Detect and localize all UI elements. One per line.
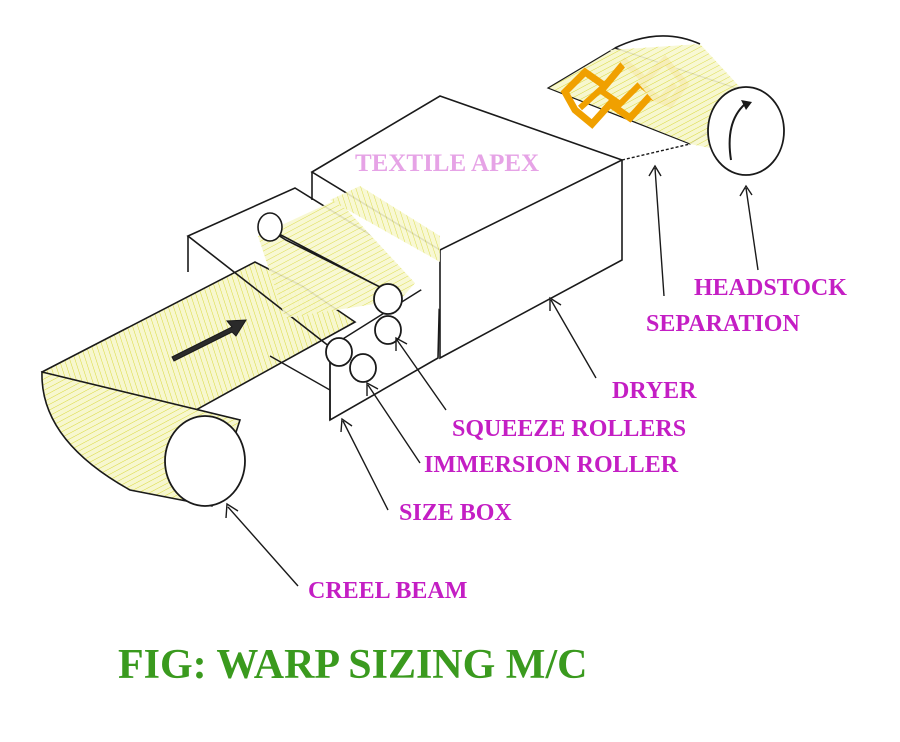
arrow-immersion-roller [366, 381, 421, 464]
label-separation: SEPARATION [646, 311, 800, 337]
watermark: TEXTILE APEX [355, 150, 539, 177]
squeeze-roller-top [373, 283, 403, 315]
arrow-headstock [739, 184, 759, 271]
arrow-creel-beam [225, 502, 299, 587]
creel-beam-end [164, 415, 246, 507]
rotation-arrow [728, 103, 746, 161]
label-dryer: DRYER [612, 378, 697, 404]
yarn-sheet-dryer [330, 186, 440, 262]
squeeze-roller-bottom [374, 315, 402, 345]
labels: HEADSTOCK SEPARATION DRYER SQUEEZE ROLLE… [308, 275, 847, 604]
immersion-roller-left [325, 337, 353, 367]
headstock-beam-end [707, 86, 785, 176]
size-box [186, 187, 441, 422]
dryer: TEXTILE APEX [310, 95, 625, 360]
arrow-dryer [549, 296, 597, 379]
label-immersion-roller: IMMERSION ROLLER [424, 452, 679, 478]
immersion-roller-right [349, 353, 377, 383]
arrow-separation [648, 164, 665, 297]
label-size-box: SIZE BOX [399, 500, 512, 526]
label-squeeze-rollers: SQUEEZE ROLLERS [452, 416, 686, 442]
warp-direction-arrow [171, 319, 247, 362]
creel-beam [40, 261, 357, 507]
arrow-squeeze-rollers [395, 336, 447, 411]
headstock [610, 35, 785, 176]
label-headstock: HEADSTOCK [694, 275, 847, 301]
arrow-size-box [340, 417, 389, 511]
leader-arrows [225, 164, 759, 587]
label-creel-beam: CREEL BEAM [308, 578, 467, 604]
figure-caption: FIG: WARP SIZING M/C [118, 642, 587, 688]
